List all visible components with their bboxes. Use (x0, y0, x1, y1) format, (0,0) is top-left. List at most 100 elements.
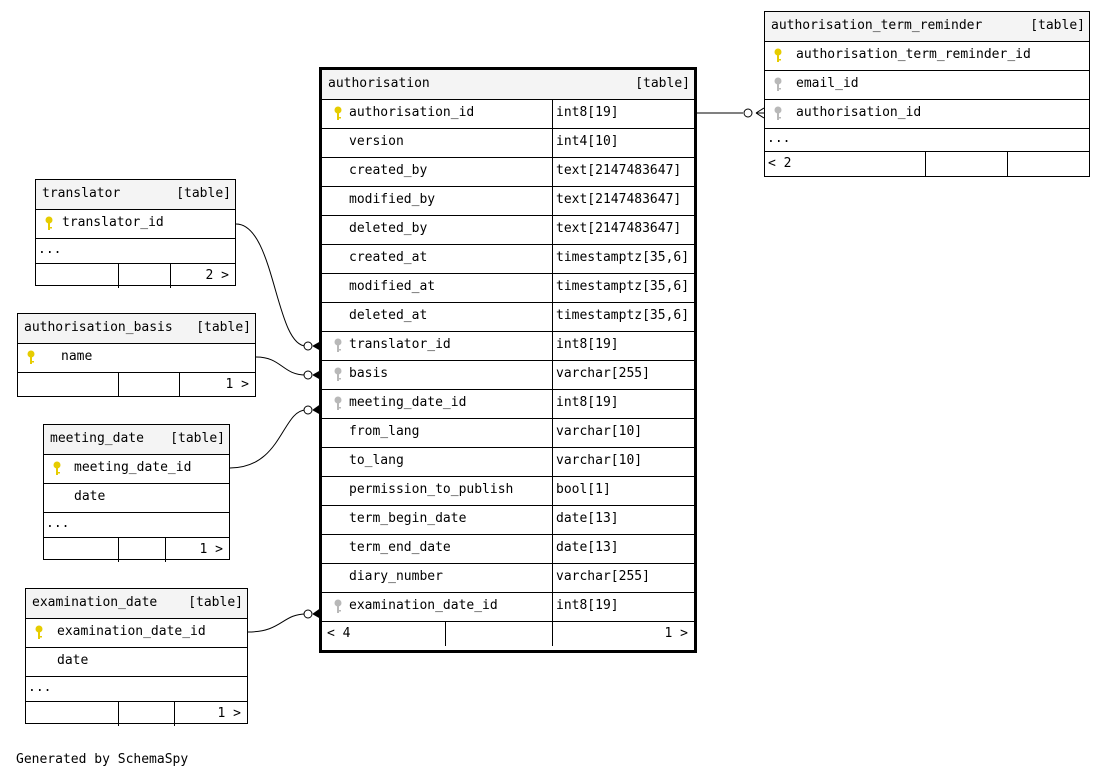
table-footer: 1 > (18, 373, 255, 397)
column-name: created_by (349, 163, 428, 178)
column-row[interactable]: email_id (765, 71, 1089, 100)
more-columns: ... (36, 239, 235, 264)
column-name: authorisation_id (796, 105, 922, 120)
column-name: meeting_date_id (74, 460, 192, 475)
column-name: diary_number (349, 569, 443, 584)
column-name: email_id (796, 76, 859, 91)
children-count[interactable]: 1 > (664, 626, 688, 641)
column-row[interactable]: created_by text[2147483647] (322, 158, 694, 187)
column-row[interactable]: name (18, 344, 255, 373)
column-type: timestamptz[35,6] (556, 308, 690, 323)
children-count[interactable]: 1 > (217, 706, 241, 721)
column-row[interactable]: meeting_date_id (44, 455, 229, 484)
table-header: meeting_date [table] (44, 425, 229, 455)
table-name: authorisation (328, 76, 430, 91)
column-name: translator_id (349, 337, 451, 352)
column-type: text[2147483647] (556, 163, 682, 178)
primary-key-icon (45, 216, 53, 230)
column-type: text[2147483647] (556, 221, 682, 236)
column-row[interactable]: date (26, 648, 247, 677)
column-name: deleted_at (349, 308, 428, 323)
table-footer: < 2 (765, 152, 1089, 176)
column-row[interactable]: translator_id int8[19] (322, 332, 694, 361)
column-name: translator_id (62, 215, 164, 230)
edge-exam (247, 613, 307, 633)
column-type: bool[1] (556, 482, 611, 497)
table-type: [table] (196, 320, 251, 335)
table-type: [table] (176, 186, 231, 201)
more-columns: ... (765, 129, 1089, 152)
foreign-key-icon (334, 599, 342, 613)
table-footer: 1 > (44, 538, 229, 562)
children-count[interactable]: 1 > (225, 377, 249, 392)
column-name: modified_by (349, 192, 436, 207)
edge-reminder-optional (743, 108, 753, 118)
column-type: varchar[10] (556, 453, 643, 468)
edge-meeting-optional (303, 405, 313, 415)
table-footer: 2 > (36, 264, 235, 288)
column-row[interactable]: translator_id (36, 210, 235, 239)
foreign-key-icon (334, 338, 342, 352)
foreign-key-icon (774, 77, 782, 91)
column-name: from_lang (349, 424, 420, 439)
table-meeting-date[interactable]: meeting_date [table] meeting_date_id dat… (43, 424, 230, 562)
column-row[interactable]: authorisation_term_reminder_id (765, 42, 1089, 71)
parents-count[interactable]: < 2 (768, 156, 792, 171)
children-count[interactable]: 1 > (199, 542, 223, 557)
primary-key-icon (334, 106, 342, 120)
column-type: timestamptz[35,6] (556, 279, 690, 294)
column-row[interactable]: authorisation_id (765, 100, 1089, 129)
table-type: [table] (635, 76, 690, 91)
edge-translator-optional (303, 341, 313, 351)
column-name: meeting_date_id (349, 395, 467, 410)
column-row[interactable]: examination_date_id (26, 619, 247, 648)
column-row[interactable]: deleted_at timestamptz[35,6] (322, 303, 694, 332)
table-header: authorisation_term_reminder [table] (765, 12, 1089, 42)
column-type: int8[19] (556, 337, 619, 352)
column-name: date (74, 489, 106, 504)
children-count[interactable]: 2 > (205, 268, 229, 283)
primary-key-icon (774, 48, 782, 62)
column-row[interactable]: modified_at timestamptz[35,6] (322, 274, 694, 303)
column-name: created_at (349, 250, 428, 265)
more-columns: ... (26, 677, 247, 702)
table-footer: 1 > (26, 702, 247, 726)
column-name: modified_at (349, 279, 436, 294)
table-examination-date[interactable]: examination_date [table] examination_dat… (25, 588, 248, 726)
foreign-key-icon (334, 367, 342, 381)
column-type: date[13] (556, 511, 619, 526)
column-row[interactable]: examination_date_id int8[19] (322, 593, 694, 622)
table-authorisation-basis[interactable]: authorisation_basis [table] name 1 > (17, 313, 256, 397)
column-type: int8[19] (556, 598, 619, 613)
column-row[interactable]: date (44, 484, 229, 513)
edge-exam-optional (303, 609, 313, 619)
column-name: authorisation_term_reminder_id (796, 47, 1031, 62)
table-name: authorisation_term_reminder (771, 18, 983, 33)
primary-key-icon (53, 461, 61, 475)
table-header: authorisation_basis [table] (18, 314, 255, 344)
parents-count[interactable]: < 4 (327, 626, 351, 641)
table-header: translator [table] (36, 180, 235, 210)
table-authorisation-term-reminder[interactable]: authorisation_term_reminder [table] auth… (764, 11, 1090, 177)
table-name: authorisation_basis (24, 320, 173, 335)
column-type: date[13] (556, 540, 619, 555)
column-name: examination_date_id (349, 598, 498, 613)
table-translator[interactable]: translator [table] translator_id ... 2 > (35, 179, 236, 288)
column-name: name (61, 349, 93, 364)
primary-key-icon (35, 625, 43, 639)
